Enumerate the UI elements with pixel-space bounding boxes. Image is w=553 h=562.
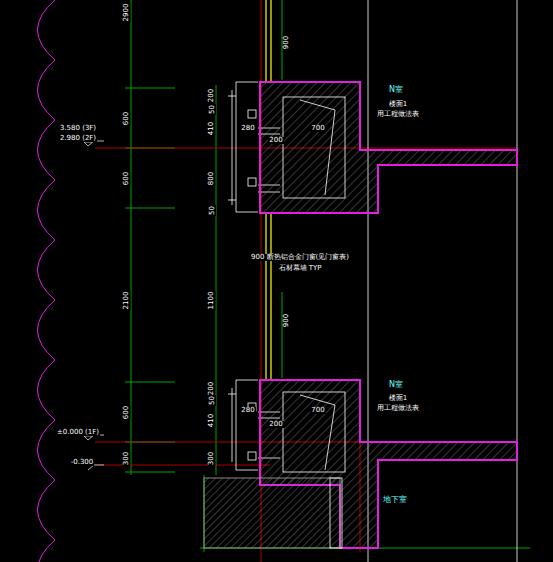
room-name: 地下室 [382,496,408,504]
floor-note: 用工程做法表 [376,111,420,118]
dimension: 200 [209,87,216,102]
dimension: 280 [240,407,255,414]
dimension: 1100 [208,290,215,310]
dimension: 2900 [123,3,130,23]
dimension: 600 [124,170,131,185]
break-line [38,0,56,562]
floor-note: 用工程做法表 [376,405,420,412]
dimension: 2100 [123,290,130,310]
dimension: 700 [310,407,325,414]
dimension: 300 [124,450,131,465]
level-mark: 3.580 (3F) [59,125,97,132]
dimension: 50 [208,104,215,115]
dimension: 410 [209,120,216,135]
dimension: 50 [208,395,215,406]
floor-note: 楼面1 [388,101,408,108]
floor-note: 楼面1 [388,395,408,402]
dimension: 200 [209,380,216,395]
dimension: 600 [124,404,131,419]
dimension: 900 [284,312,291,327]
dimension: 600 [124,110,131,125]
cladding-note: 石材幕墙 TYP [278,265,323,272]
level-mark: -0.300 [70,459,95,466]
level-mark: 2.980 (2F) [59,135,97,142]
room-name: N室 [388,381,404,389]
dimension: 700 [310,125,325,132]
room-name: N室 [388,86,404,94]
dimension: 900 [284,34,291,49]
level-mark: ±0.000 (1F) [56,429,100,436]
dimension: 200 [268,137,283,144]
dimension: 50 [208,205,215,216]
dimension: 800 [209,170,216,185]
window-note: 900 断热铝合金门窗(见门窗表) [250,254,350,261]
dimension: 280 [240,125,255,132]
dimension: 300 [209,450,216,465]
dimension: 410 [209,412,216,427]
dimension: 200 [268,421,283,428]
